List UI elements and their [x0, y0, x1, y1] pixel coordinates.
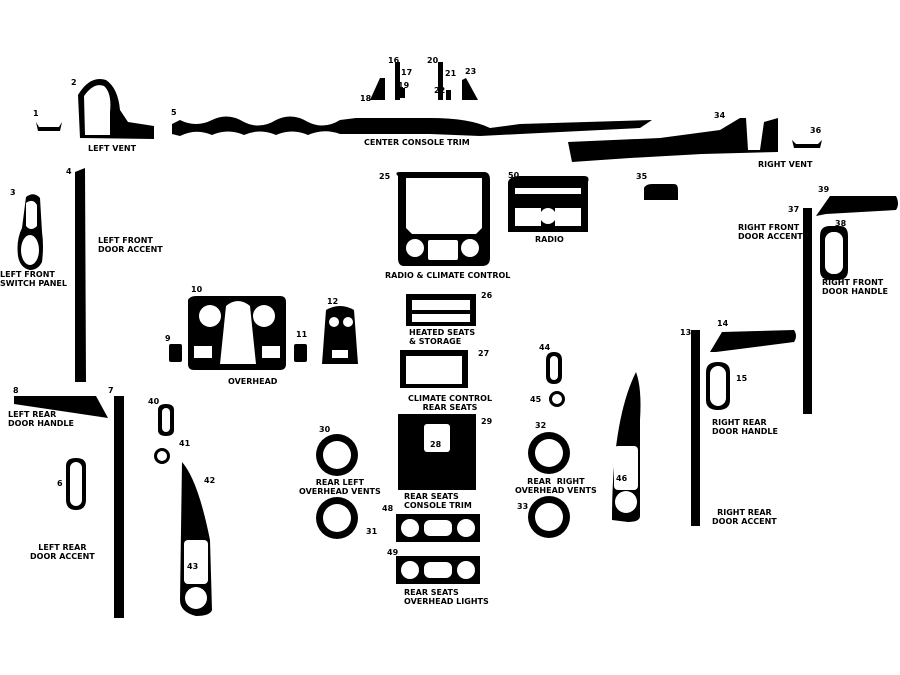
label-rear-seats-overhead-lights: REAR SEATS OVERHEAD LIGHTS [404, 588, 489, 606]
part-number-11: 11 [296, 330, 308, 339]
part-number-35: 35 [636, 172, 648, 181]
part-number-31: 31 [366, 527, 378, 536]
label-right-front-door-handle: RIGHT FRONT DOOR HANDLE [822, 278, 888, 296]
part-number-43: 43 [187, 562, 199, 571]
part-number-2: 2 [71, 78, 77, 87]
part-23 [462, 78, 478, 100]
part-number-26: 26 [481, 291, 493, 300]
label-center-console-trim: CENTER CONSOLE TRIM [364, 138, 470, 147]
label-heated-seats-storage: HEATED SEATS & STORAGE [409, 328, 476, 346]
part-4-door-accent [75, 168, 86, 382]
part-35 [644, 184, 678, 200]
part-number-39: 39 [818, 185, 830, 194]
part-number-17: 17 [401, 68, 413, 77]
part-14 [710, 330, 796, 352]
part-number-25: 25 [379, 172, 391, 181]
part-number-42: 42 [204, 476, 216, 485]
part-number-21: 21 [445, 69, 457, 78]
part-number-14: 14 [717, 319, 729, 328]
part-number-7: 7 [108, 386, 114, 395]
part-11 [294, 344, 307, 362]
part-number-49: 49 [387, 548, 399, 557]
label-overhead: OVERHEAD [228, 377, 278, 386]
part-number-34: 34 [714, 111, 726, 120]
part-number-27: 27 [478, 349, 490, 358]
part-number-37: 37 [788, 205, 800, 214]
part-number-12: 12 [327, 297, 339, 306]
label-right-front-door-accent: RIGHT FRONT DOOR ACCENT [738, 223, 803, 241]
part-13-door-accent [691, 330, 700, 526]
part-number-22: 22 [434, 86, 446, 95]
part-39 [816, 196, 898, 216]
part-number-8: 8 [13, 386, 19, 395]
part-34-right-trim [568, 118, 778, 162]
part-number-1: 1 [33, 109, 39, 118]
part-7-door-accent [114, 396, 124, 618]
part-number-6: 6 [57, 479, 63, 488]
part-number-33: 33 [517, 502, 529, 511]
part-1-shape [36, 122, 62, 131]
part-number-41: 41 [179, 439, 191, 448]
label-left-vent: LEFT VENT [88, 144, 137, 153]
label-left-front-switch-panel: LEFT FRONT SWITCH PANEL [0, 270, 67, 288]
part-number-18: 18 [360, 94, 372, 103]
part-22 [446, 90, 451, 100]
label-left-front-door-accent: LEFT FRONT DOOR ACCENT [98, 236, 163, 254]
part-number-29: 29 [481, 417, 493, 426]
part-number-15: 15 [736, 374, 748, 383]
part-number-10: 10 [191, 285, 203, 294]
part-number-32: 32 [535, 421, 547, 430]
part-number-16: 16 [388, 56, 400, 65]
part-5-24-center-console [172, 116, 652, 136]
part-number-4: 4 [66, 167, 72, 176]
part-8-handle [14, 396, 108, 418]
part-9 [169, 344, 182, 362]
label-right-rear-door-accent: RIGHT REAR DOOR ACCENT [712, 508, 777, 526]
part-number-5: 5 [171, 108, 177, 117]
part-number-45: 45 [530, 395, 542, 404]
part-37-door-accent [803, 208, 812, 414]
part-number-24: 24 [421, 127, 433, 136]
part-number-30: 30 [319, 425, 331, 434]
label-rear-seats-console-trim: REAR SEATS CONSOLE TRIM [404, 492, 472, 510]
label-climate-control-rear-seats: CLIMATE CONTROL REAR SEATS [408, 394, 493, 412]
part-number-28: 28 [430, 440, 442, 449]
label-right-vent: RIGHT VENT [758, 160, 813, 169]
label-radio: RADIO [535, 235, 564, 244]
label-rear-right-overhead-vents: REAR RIGHT OVERHEAD VENTS [515, 477, 597, 495]
part-number-50: 50 [508, 171, 520, 180]
part-number-48: 48 [382, 504, 394, 513]
part-number-46: 46 [616, 474, 628, 483]
part-19 [398, 88, 405, 98]
label-rear-left-overhead-vents: REAR LEFT OVERHEAD VENTS [299, 478, 381, 496]
part-number-44: 44 [539, 343, 551, 352]
label-left-rear-door-accent: LEFT REAR DOOR ACCENT [30, 543, 95, 561]
part-number-19: 19 [398, 81, 410, 90]
part-number-20: 20 [427, 56, 439, 65]
part-number-9: 9 [165, 334, 171, 343]
part-number-23: 23 [465, 67, 477, 76]
part-number-3: 3 [10, 188, 16, 197]
part-number-36: 36 [810, 126, 822, 135]
part-36 [792, 140, 822, 148]
part-18 [370, 78, 385, 100]
label-right-rear-door-handle: RIGHT REAR DOOR HANDLE [712, 418, 778, 436]
label-radio-climate-control: RADIO & CLIMATE CONTROL [385, 271, 511, 280]
part-number-13: 13 [680, 328, 692, 337]
part-20-21 [438, 62, 443, 100]
label-left-rear-door-handle: LEFT REAR DOOR HANDLE [8, 410, 74, 428]
part-number-38: 38 [835, 219, 847, 228]
part-number-40: 40 [148, 397, 160, 406]
